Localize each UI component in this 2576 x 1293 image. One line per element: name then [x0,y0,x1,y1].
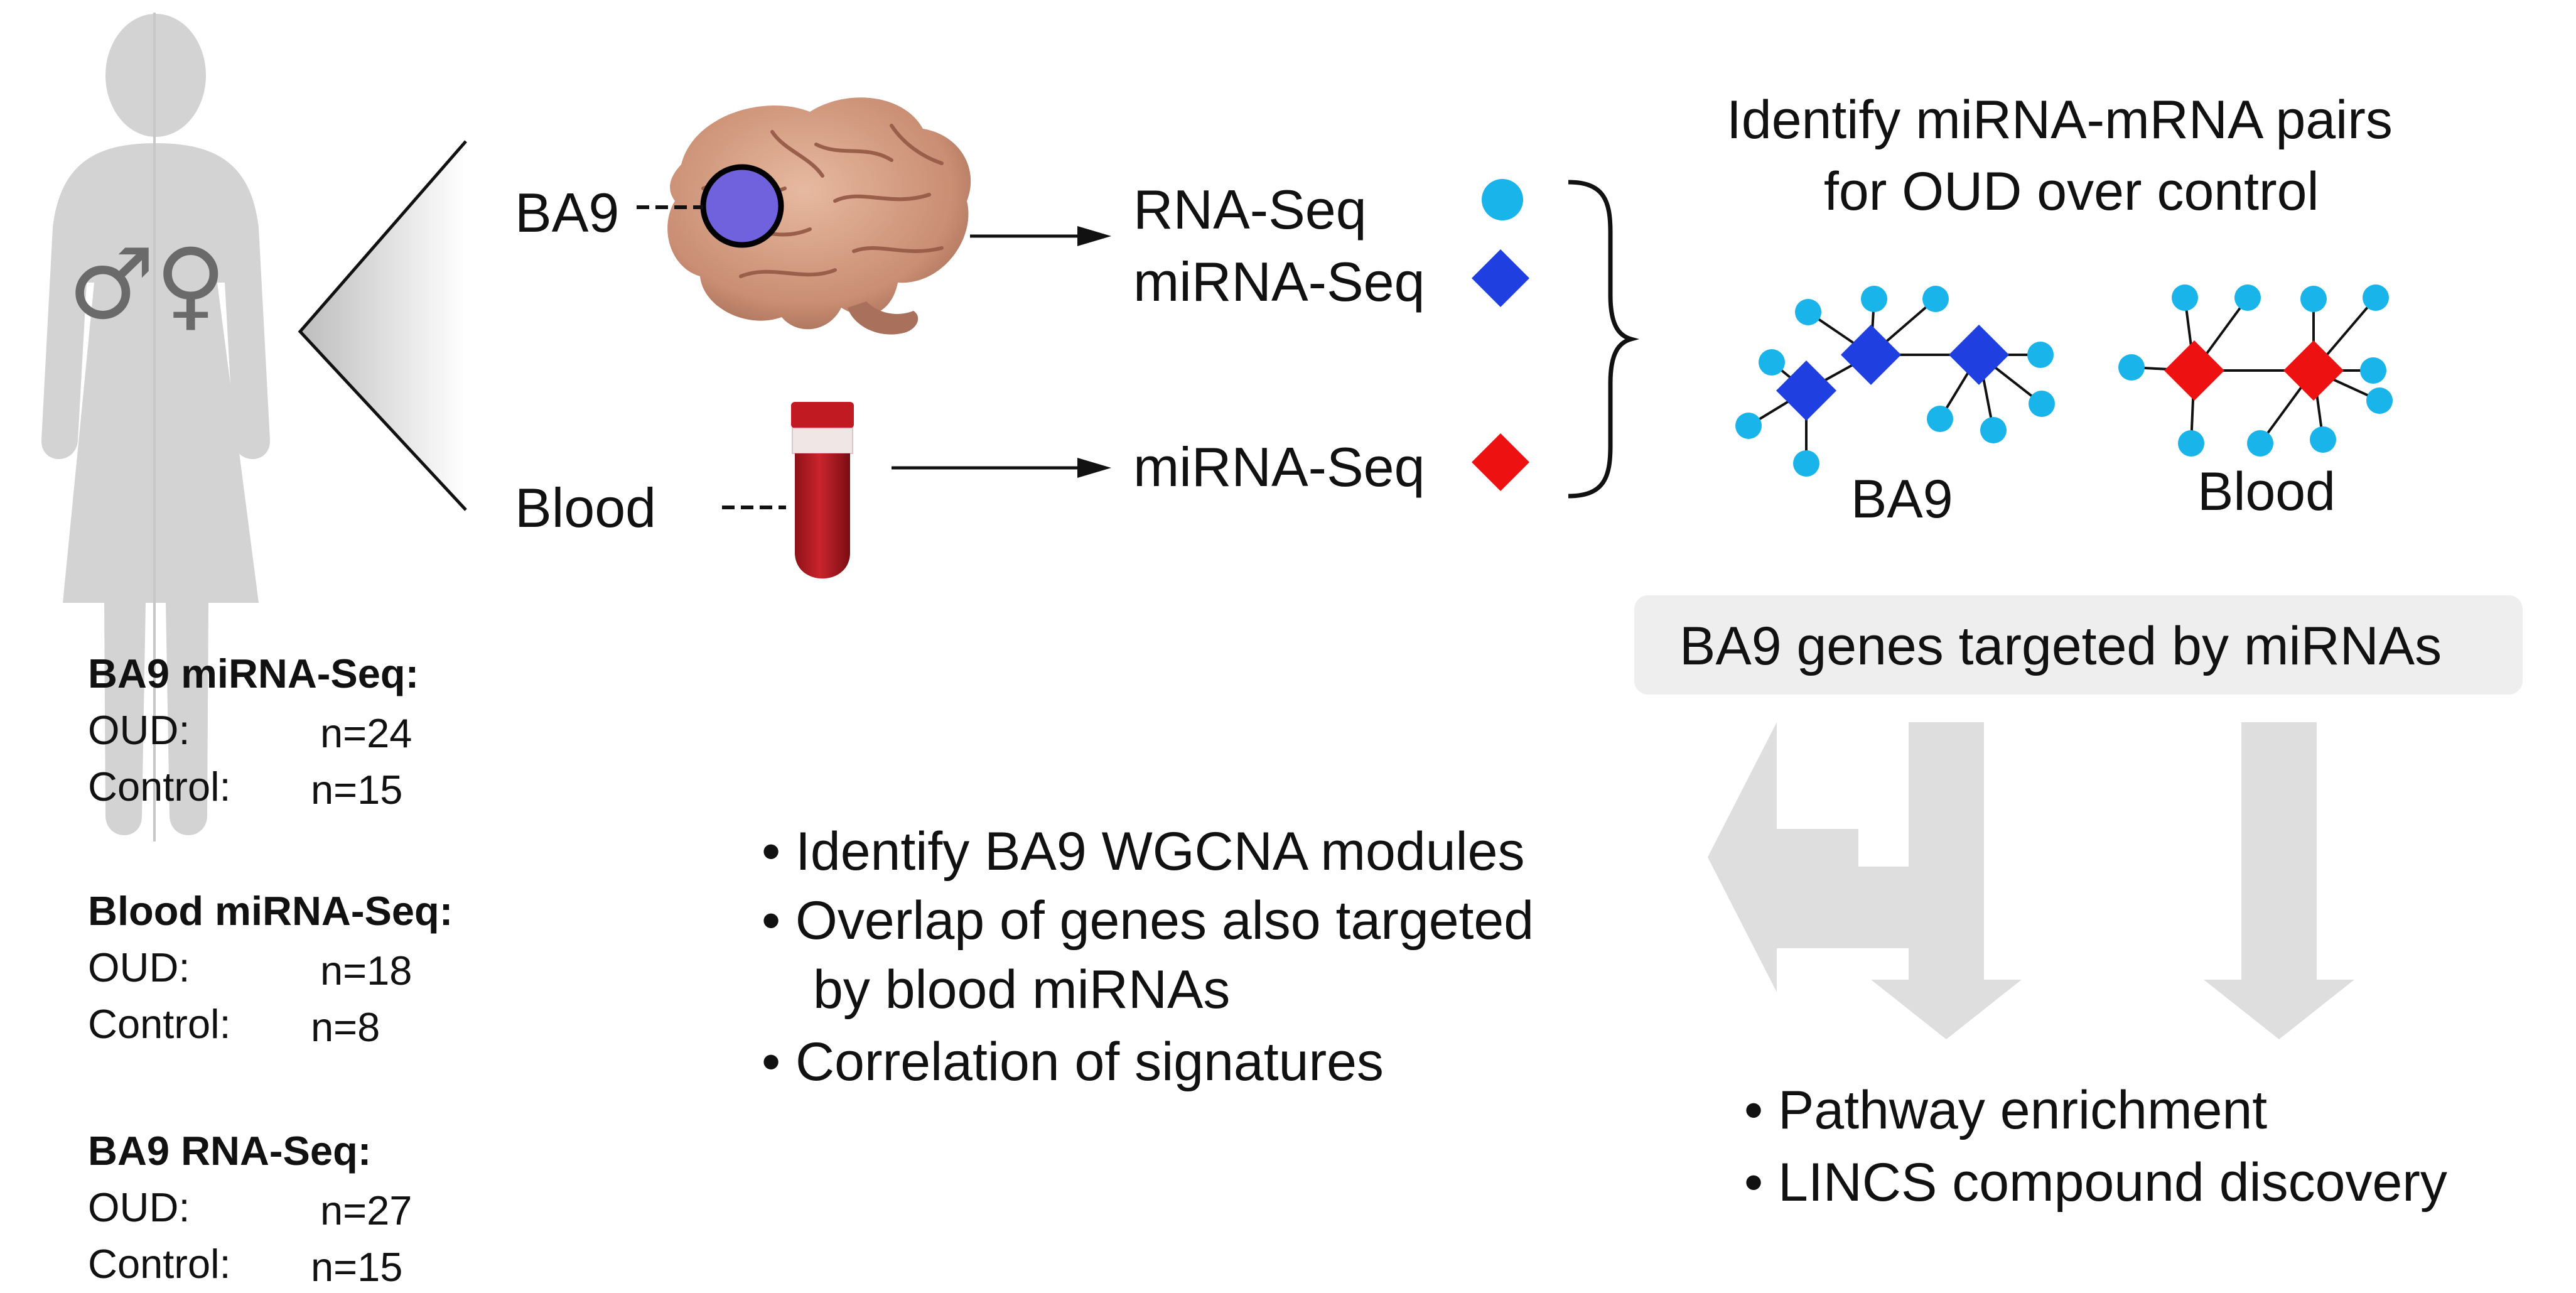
targeted-genes-box [1634,595,2523,695]
mrna-node [2178,430,2204,457]
cohort-oud-label: OUD: [88,1184,190,1230]
analysis-item: • Identify BA9 WGCNA modules [762,821,1525,882]
cohort-control-n: n=15 [311,767,403,813]
blood-sample-label: Blood [515,477,657,539]
cohort-oud-label: OUD: [88,707,190,753]
mrna-node [2029,391,2055,417]
targeted-genes-label: BA9 genes targeted by miRNAs [1679,616,2442,676]
cohort-control-label: Control: [88,1001,231,1047]
mrna-node [1927,406,1953,432]
mrna-node [2363,284,2389,311]
cohort-heading: BA9 miRNA-Seq: [88,651,419,696]
brain-mirna-marker [1472,249,1529,307]
mrna-node [1980,417,2007,443]
mirna-node [1776,360,1836,421]
network-title-line1: Identify miRNA-mRNA pairs [1727,90,2393,150]
mrna-node [1735,413,1762,439]
blood-network [2118,284,2393,457]
mrna-node [1793,450,1819,477]
cohort-oud-n: n=24 [320,710,412,756]
ba9-region-marker [700,164,784,248]
person-silhouette [41,13,271,841]
mrna-node [2310,426,2336,453]
mrna-marker [1482,179,1523,220]
analysis-item-continued: by blood miRNAs [813,960,1231,1020]
network-title-line2: for OUD over control [1824,161,2319,222]
mrna-node [2027,342,2054,368]
ba9-region-label: BA9 [515,181,620,244]
cohort-control-label: Control: [88,1241,231,1287]
network-ba9-label: BA9 [1851,469,1953,529]
mrna-node [2300,286,2327,312]
rna-seq-label: RNA-Seq [1133,178,1367,241]
analysis-item: • LINCS compound discovery [1744,1152,2447,1213]
cohort-control-n: n=8 [311,1004,380,1050]
mrna-node [1861,286,1887,312]
mirna-node [1841,325,1901,385]
mirna-node [1949,325,2009,385]
analysis-item: • Pathway enrichment [1744,1080,2268,1140]
mrna-node [1922,286,1949,312]
mirna-node [2164,340,2224,401]
blood-mirna-marker [1472,433,1529,491]
cohort-control-n: n=15 [311,1244,403,1290]
brain-illustration [667,97,971,335]
cohort-control-label: Control: [88,764,231,809]
funnel-shape [298,140,467,511]
ba9-network [1735,286,2055,477]
analysis-item: • Correlation of signatures [762,1032,1384,1092]
gray-arrow-center [1871,722,2022,1039]
mrna-node [2366,387,2393,414]
cohort-oud-n: n=27 [320,1188,412,1233]
mrna-node [2247,430,2273,457]
gray-arrow-right [2204,722,2354,1039]
mrna-node [1795,299,1821,325]
brain-mirna-seq-label: miRNA-Seq [1133,251,1425,313]
mrna-node [2118,354,2145,381]
mrna-node [2172,284,2198,311]
mirna-node [2283,340,2344,401]
cohort-oud-label: OUD: [88,944,190,990]
network-blood-label: Blood [2197,462,2336,522]
sex-symbols: ♂♀ [68,227,227,341]
cohort-oud-n: n=18 [320,948,412,993]
flow-arrows [892,226,1111,478]
gray-flow-arrows [1708,722,2354,1039]
mrna-node [2234,284,2261,311]
analysis-item: • Overlap of genes also targeted [762,890,1534,951]
mrna-node [1759,349,1785,376]
cohort-heading: Blood miRNA-Seq: [88,888,453,934]
blood-mirna-seq-label: miRNA-Seq [1133,436,1425,498]
mrna-node [2360,357,2386,384]
cohort-heading: BA9 RNA-Seq: [88,1128,372,1174]
blood-tube-illustration [791,402,854,579]
curly-brace [1568,180,1640,499]
